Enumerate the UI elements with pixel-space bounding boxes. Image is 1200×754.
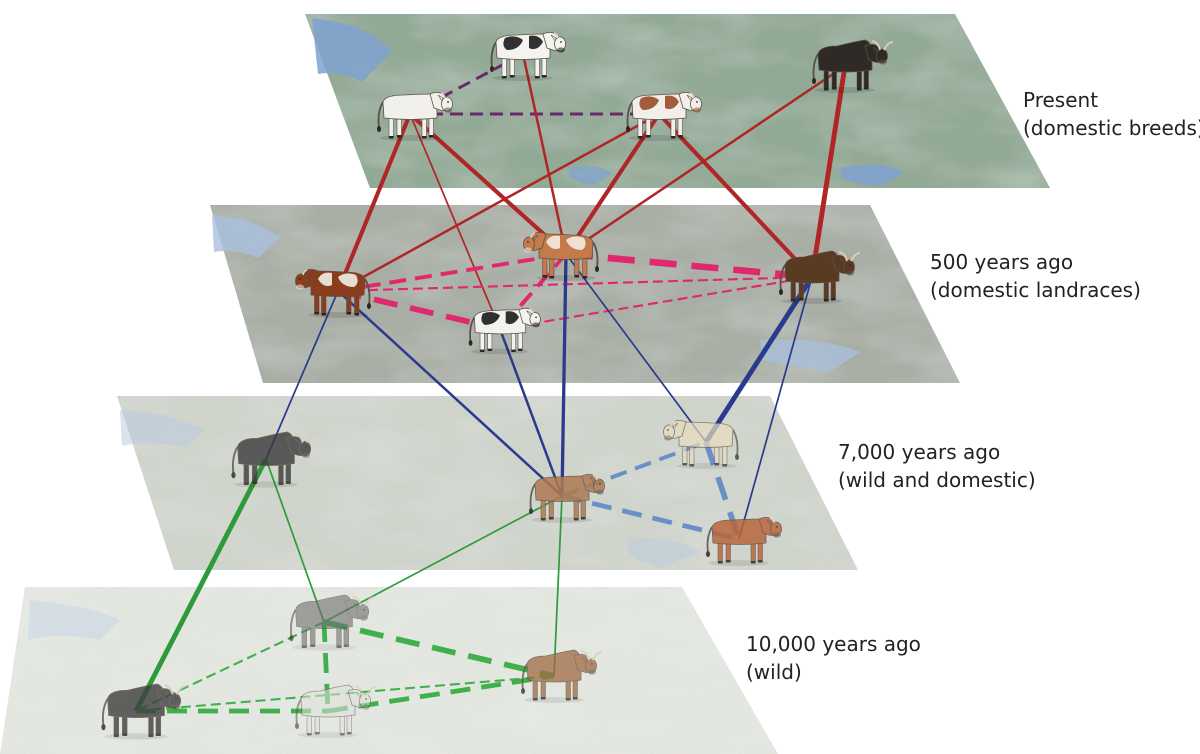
link-l1-l3 xyxy=(337,288,501,332)
link-p1-l1 xyxy=(336,113,412,292)
link-p4-l2 xyxy=(565,64,846,256)
link-l4-m4 xyxy=(738,276,813,540)
link-l1-m2 xyxy=(337,290,563,497)
label-present-subtitle: (domestic breeds) xyxy=(1023,116,1200,140)
water-area xyxy=(840,164,905,186)
label-10000-subtitle: (wild) xyxy=(746,660,802,684)
water-area xyxy=(28,600,120,640)
link-w1-w4 xyxy=(323,619,555,679)
link-m1-w1 xyxy=(265,458,325,623)
animal-w2-icon xyxy=(101,683,187,740)
link-l4-m3 xyxy=(703,275,815,444)
animal-l1-icon xyxy=(295,269,371,318)
link-l3-m2 xyxy=(498,328,564,497)
label-7000: 7,000 years ago (wild and domestic) xyxy=(838,438,1036,494)
animal-p2-icon xyxy=(490,32,566,81)
label-present-title: Present xyxy=(1023,88,1099,112)
animal-w3-icon xyxy=(295,684,377,738)
water-area xyxy=(760,339,860,372)
animal-m2-icon xyxy=(529,474,605,523)
link-l1-m1 xyxy=(265,290,339,460)
animal-m1-icon xyxy=(231,431,317,488)
link-l3-l4 xyxy=(499,275,813,331)
link-m2-w1 xyxy=(323,495,563,623)
link-p1-l2 xyxy=(408,112,568,256)
animal-p1-icon xyxy=(377,92,453,141)
water-area xyxy=(312,18,392,82)
label-7000-title: 7,000 years ago xyxy=(838,440,1001,464)
water-area xyxy=(628,538,700,568)
animal-p4-icon xyxy=(812,39,894,93)
animal-l2-icon xyxy=(523,232,599,281)
animal-m3-icon xyxy=(663,420,739,469)
link-p3-l2 xyxy=(564,112,661,256)
water-area xyxy=(212,215,280,258)
label-present: Present (domestic breeds) xyxy=(1023,86,1200,142)
water-area xyxy=(120,410,205,448)
layer-10000 xyxy=(0,587,778,754)
link-p3-l1 xyxy=(337,112,660,293)
label-500-subtitle: (domestic landraces) xyxy=(930,278,1141,302)
link-p3-l4 xyxy=(657,112,814,279)
link-p2-l2 xyxy=(521,53,568,255)
label-10000: 10,000 years ago (wild) xyxy=(746,630,921,686)
link-l1-l2 xyxy=(337,252,567,293)
water-area xyxy=(568,166,612,186)
animal-l3-icon xyxy=(468,307,541,355)
link-m1-w2 xyxy=(133,457,269,713)
animal-group xyxy=(101,32,894,740)
link-p4-l4 xyxy=(809,65,848,278)
animal-w4-icon xyxy=(521,649,603,703)
animal-p3-icon xyxy=(626,92,702,141)
animal-w1-icon xyxy=(289,594,375,651)
label-500: 500 years ago (domestic landraces) xyxy=(930,248,1141,304)
link-p1-l3 xyxy=(409,113,501,330)
link-l1-l4 xyxy=(337,275,813,293)
link-w2-w4 xyxy=(135,674,555,713)
animal-l4-icon xyxy=(779,250,861,304)
link-l2-m2 xyxy=(560,253,568,497)
link-l2-m3 xyxy=(565,253,707,443)
label-10000-title: 10,000 years ago xyxy=(746,632,921,656)
animal-m4-icon xyxy=(706,517,782,566)
label-500-title: 500 years ago xyxy=(930,250,1074,274)
link-m2-w4 xyxy=(553,495,563,677)
label-7000-subtitle: (wild and domestic) xyxy=(838,468,1036,492)
